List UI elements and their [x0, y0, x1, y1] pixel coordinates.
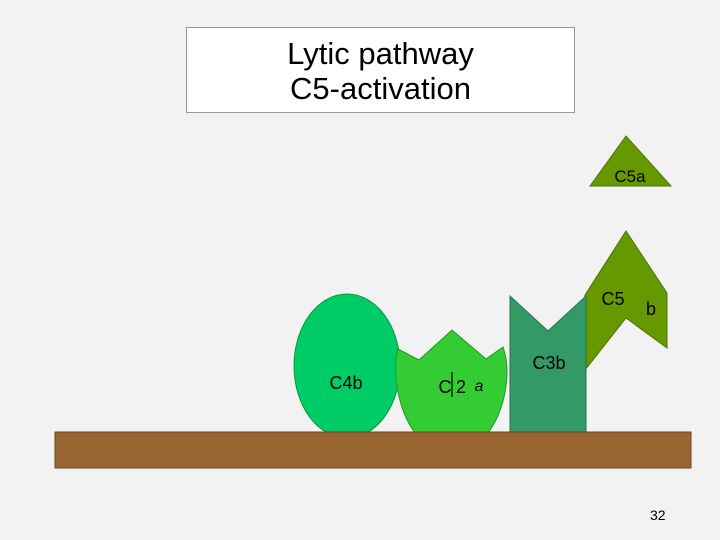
c5b-label-b: b — [646, 299, 656, 319]
c2a-label-2: 2 — [456, 377, 466, 397]
c5a-triangle — [589, 135, 673, 187]
title-line-2: C5-activation — [290, 71, 471, 106]
c2a-label-a: a — [475, 378, 484, 395]
title-box: Lytic pathway C5-activation — [186, 27, 575, 113]
c5b-shape — [584, 230, 668, 372]
c5-label: C5 — [601, 289, 624, 309]
c3b-label: C3b — [532, 353, 565, 373]
membrane-bar — [54, 431, 692, 469]
title-line-1: Lytic pathway — [287, 36, 474, 71]
c4b-label: C4b — [329, 373, 362, 393]
c2a-shape — [395, 329, 508, 434]
page-number: 32 — [650, 507, 666, 523]
c4b-ellipse — [293, 293, 401, 439]
c2a-label-c: C — [439, 377, 452, 397]
c5a-label: C5a — [614, 167, 646, 186]
